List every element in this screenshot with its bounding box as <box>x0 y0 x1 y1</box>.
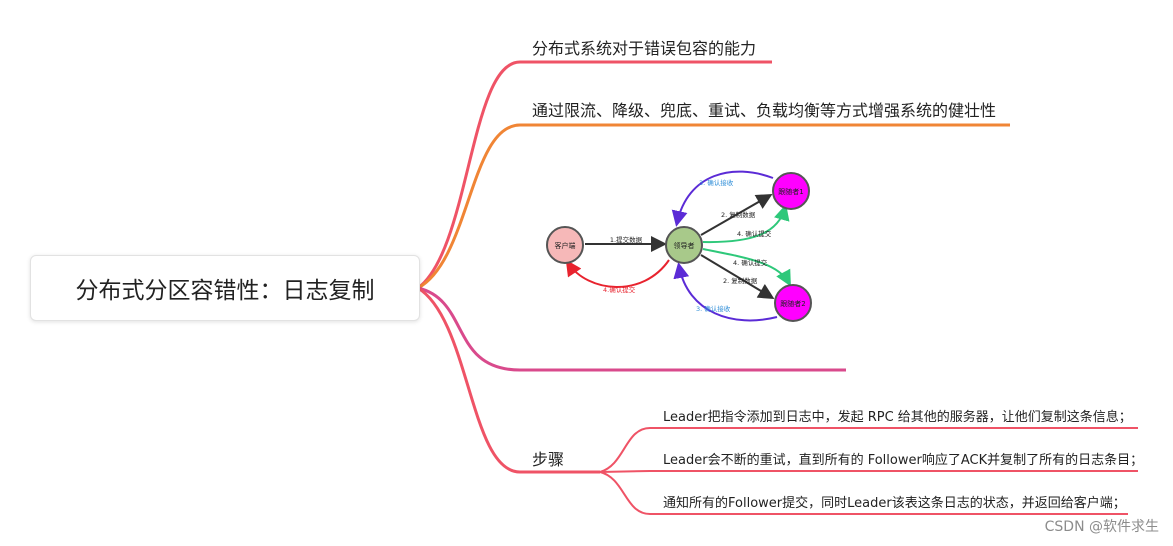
edge-confirm-2 <box>702 248 791 287</box>
connector-branch-4 <box>417 286 600 474</box>
connector-step-2 <box>599 470 1138 473</box>
edge-ack-2-label: 3. 确认接收 <box>696 304 731 313</box>
follower2-label: 跟随者2 <box>780 299 805 308</box>
follower1-label: 跟随者1 <box>778 187 803 196</box>
client-label: 客户端 <box>555 241 576 250</box>
edge-ack-2 <box>673 262 778 322</box>
step-item-1[interactable]: Leader把指令添加到日志中，发起 RPC 给其他的服务器，让他们复制这条信息… <box>663 410 1132 425</box>
client-node <box>546 226 584 264</box>
step-item-2[interactable]: Leader会不断的重试，直到所有的 Follower响应了ACK并复制了所有的… <box>663 453 1144 468</box>
edge-submit-label: 1.提交数据 <box>610 235 643 244</box>
edge-confirm-client <box>565 259 670 288</box>
edge-ack-1 <box>671 170 774 227</box>
log-replication-diagram: 客户端 领导者 跟随者1 跟随者2 1.提交数据 2. 复制数据 2. 复制数据… <box>546 170 812 322</box>
edge-copy-1-label: 2. 复制数据 <box>721 210 756 219</box>
step-item-3[interactable]: 通知所有的Follower提交，同时Leader该表这条日志的状态，并返回给客户… <box>663 496 1126 511</box>
edge-confirm-1 <box>702 204 790 244</box>
branch-label-steps[interactable]: 步骤 <box>532 450 565 469</box>
edge-copy-1 <box>700 194 773 236</box>
edge-copy-2 <box>700 254 775 300</box>
connector-branch-2 <box>417 123 1010 290</box>
connector-branch-1 <box>417 60 772 290</box>
branch-label-robustness[interactable]: 通过限流、降级、兜底、重试、负载均衡等方式增强系统的健壮性 <box>532 101 997 120</box>
root-title: 分布式分区容错性：日志复制 <box>75 278 375 304</box>
connector-branch-3 <box>417 286 846 372</box>
edge-confirm-2-label: 4. 确认提交 <box>733 258 768 267</box>
edge-confirm-1-label: 4. 确认提交 <box>737 229 772 238</box>
follower2-node <box>774 284 812 322</box>
leader-node <box>665 226 703 264</box>
follower1-node <box>772 172 810 210</box>
connector-step-1 <box>599 427 1138 473</box>
edge-copy-2-label: 2. 复制数据 <box>723 276 758 285</box>
branch-label-fault-tolerance[interactable]: 分布式系统对于错误包容的能力 <box>532 39 757 58</box>
root-node[interactable]: 分布式分区容错性：日志复制 <box>30 255 420 321</box>
edge-confirm-client-label: 4.确认提交 <box>603 285 636 294</box>
edge-ack-1-label: 3. 确认接收 <box>699 178 734 187</box>
connector-step-3 <box>599 471 1128 515</box>
leader-label: 领导者 <box>674 241 695 250</box>
watermark: CSDN @软件求生 <box>1044 519 1159 535</box>
